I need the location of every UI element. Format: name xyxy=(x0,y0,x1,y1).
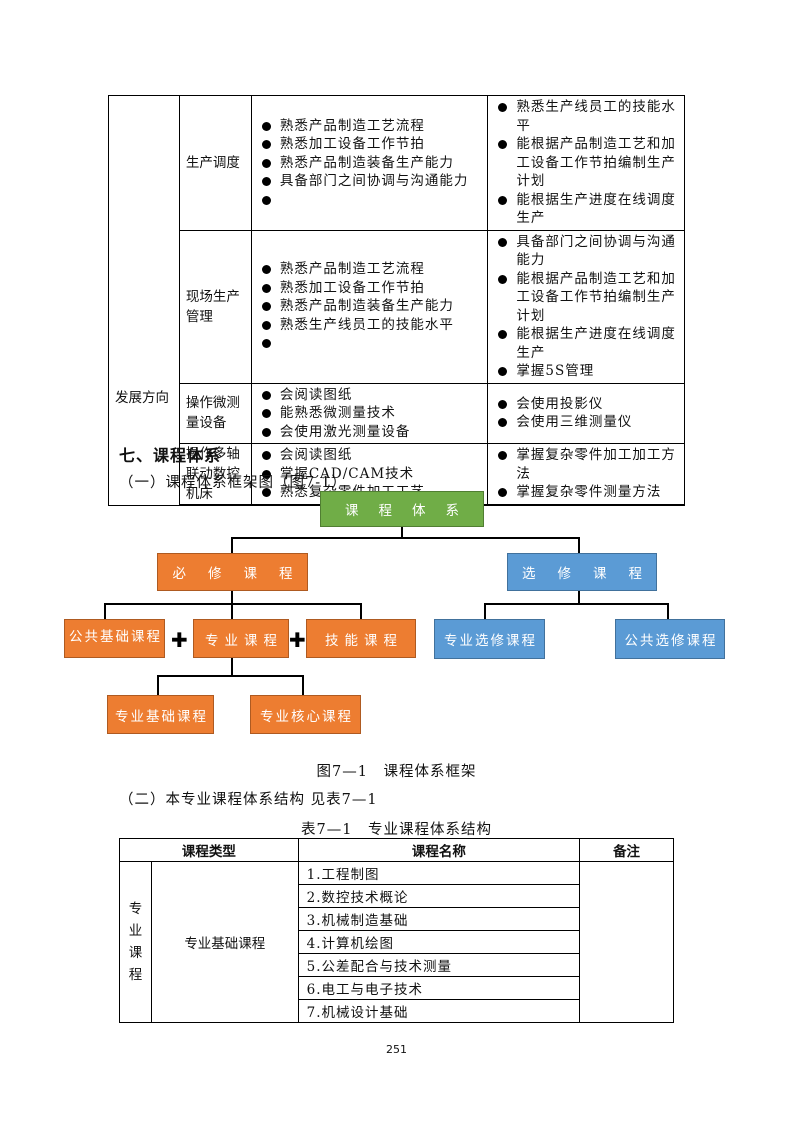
skill-item: 熟悉加工设备工作节拍 xyxy=(256,135,484,154)
node-major-basic-courses: 专业基础课程 xyxy=(107,695,214,734)
plus-icon: ✚ xyxy=(289,628,306,652)
category-cell: 专业课程 xyxy=(119,861,152,1023)
subcategory-label: 专业基础课程 xyxy=(150,861,299,1023)
skill-item: 熟悉产品制造工艺流程 xyxy=(256,117,484,136)
skill-item xyxy=(256,191,484,210)
remarks-cell xyxy=(579,861,674,1023)
skill-item: 能根据生产进度在线调度生产 xyxy=(492,191,680,228)
skill-list-left: 熟悉产品制造工艺流程熟悉加工设备工作节拍熟悉产品制造装备生产能力具备部门之间协调… xyxy=(256,117,484,210)
skill-item: 具备部门之间协调与沟通能力 xyxy=(256,172,484,191)
course-name: 4.计算机绘图 xyxy=(297,930,581,954)
plus-icon: ✚ xyxy=(171,628,188,652)
skill-item: 熟悉产品制造装备生产能力 xyxy=(256,297,484,316)
header-course-name: 课程名称 xyxy=(297,838,581,862)
skill-list-right: 会使用投影仪会使用三维测量仪 xyxy=(492,395,680,432)
course-name: 3.机械制造基础 xyxy=(297,907,581,931)
skill-item: 会使用三维测量仪 xyxy=(492,413,680,432)
skill-list-right: 掌握复杂零件加工加工方法掌握复杂零件测量方法 xyxy=(492,446,680,502)
section-heading: 七、课程体系 xyxy=(119,446,222,465)
skill-item: 熟悉生产线员工的技能水平 xyxy=(256,316,484,335)
node-required-courses: 必修课程 xyxy=(157,553,308,591)
skill-item: 熟悉加工设备工作节拍 xyxy=(256,279,484,298)
skill-item: 掌握5S管理 xyxy=(492,362,680,381)
course-name: 2.数控技术概论 xyxy=(297,884,581,908)
course-name: 7.机械设计基础 xyxy=(297,999,581,1023)
course-name: 1.工程制图 xyxy=(297,861,581,885)
table-row: 5.公差配合与技术测量 xyxy=(120,953,674,977)
page-number: 251 xyxy=(386,1043,407,1056)
direction-label: 发展方向 xyxy=(108,383,180,506)
skill-item: 熟悉产品制造工艺流程 xyxy=(256,260,484,279)
sub-label: 操作多轴联动数控机床 xyxy=(178,443,252,506)
node-public-basic-courses: 公共基础课程 xyxy=(64,619,165,658)
node-major-core-courses: 专业核心课程 xyxy=(250,695,361,734)
sub-label: 操作微测量设备 xyxy=(178,382,252,444)
skill-item: 会使用投影仪 xyxy=(492,395,680,414)
header-course-type: 课程类型 xyxy=(119,838,299,862)
skill-item: 能熟悉微测量技术 xyxy=(256,404,484,423)
skill-item: 具备部门之间协调与沟通能力 xyxy=(492,233,680,270)
skill-item: 能根据产品制造工艺和加工设备工作节拍编制生产计划 xyxy=(492,135,680,191)
skill-item xyxy=(256,334,484,353)
node-skill-courses: 技能课程 xyxy=(306,619,416,658)
connector-major xyxy=(157,658,304,695)
skill-item: 掌握复杂零件测量方法 xyxy=(492,483,680,502)
course-name: 6.电工与电子技术 xyxy=(297,976,581,1000)
node-course-system: 课程体系 xyxy=(320,491,484,527)
course-name: 5.公差配合与技术测量 xyxy=(297,953,581,977)
figure-caption: 图7—1 课程体系框架 xyxy=(316,764,477,780)
skill-list-left: 会阅读图纸能熟悉微测量技术会使用激光测量设备 xyxy=(256,386,484,442)
skill-item: 会阅读图纸 xyxy=(256,446,484,465)
node-major-elective-courses: 专业选修课程 xyxy=(434,619,545,659)
skill-item: 能根据产品制造工艺和加工设备工作节拍编制生产计划 xyxy=(492,270,680,326)
table-caption: 表7—1 专业课程体系结构 xyxy=(301,822,492,838)
direction-blank-cell xyxy=(108,95,180,383)
skill-list-left: 熟悉产品制造工艺流程熟悉加工设备工作节拍熟悉产品制造装备生产能力熟悉生产线员工的… xyxy=(256,260,484,353)
sub-label: 生产调度 xyxy=(178,95,252,231)
skill-list-right: 具备部门之间协调与沟通能力能根据产品制造工艺和加工设备工作节拍编制生产计划能根据… xyxy=(492,233,680,381)
skill-list-right: 熟悉生产线员工的技能水平能根据产品制造工艺和加工设备工作节拍编制生产计划能根据生… xyxy=(492,98,680,228)
skill-item: 熟悉生产线员工的技能水平 xyxy=(492,98,680,135)
connector-elective xyxy=(484,591,669,619)
category-label: 专业课程 xyxy=(128,901,143,983)
sub-heading-structure: （二）本专业课程体系结构 见表7—1 xyxy=(119,792,378,808)
skill-item: 掌握CAD/CAM技术 xyxy=(256,465,484,484)
connector-root xyxy=(231,527,580,553)
skill-item: 熟悉产品制造装备生产能力 xyxy=(256,154,484,173)
competency-table: 生产调度 熟悉产品制造工艺流程熟悉加工设备工作节拍熟悉产品制造装备生产能力具备部… xyxy=(108,95,685,506)
skill-item: 掌握复杂零件加工加工方法 xyxy=(492,446,680,483)
node-major-courses: 专业课程 xyxy=(193,619,289,658)
node-public-elective-courses: 公共选修课程 xyxy=(615,619,725,659)
sub-label: 现场生产管理 xyxy=(178,229,252,384)
header-remarks: 备注 xyxy=(579,838,674,862)
connector-required xyxy=(104,591,362,619)
skill-item: 会阅读图纸 xyxy=(256,386,484,405)
table-row: 4.计算机绘图 xyxy=(120,930,674,954)
sub-heading-framework: （一）课程体系框架图（图7-1） xyxy=(119,475,347,491)
node-elective-courses: 选修课程 xyxy=(507,553,657,591)
skill-item: 会使用激光测量设备 xyxy=(256,423,484,442)
table-row: 7.机械设计基础 xyxy=(120,999,674,1023)
skill-item: 能根据生产进度在线调度生产 xyxy=(492,325,680,362)
